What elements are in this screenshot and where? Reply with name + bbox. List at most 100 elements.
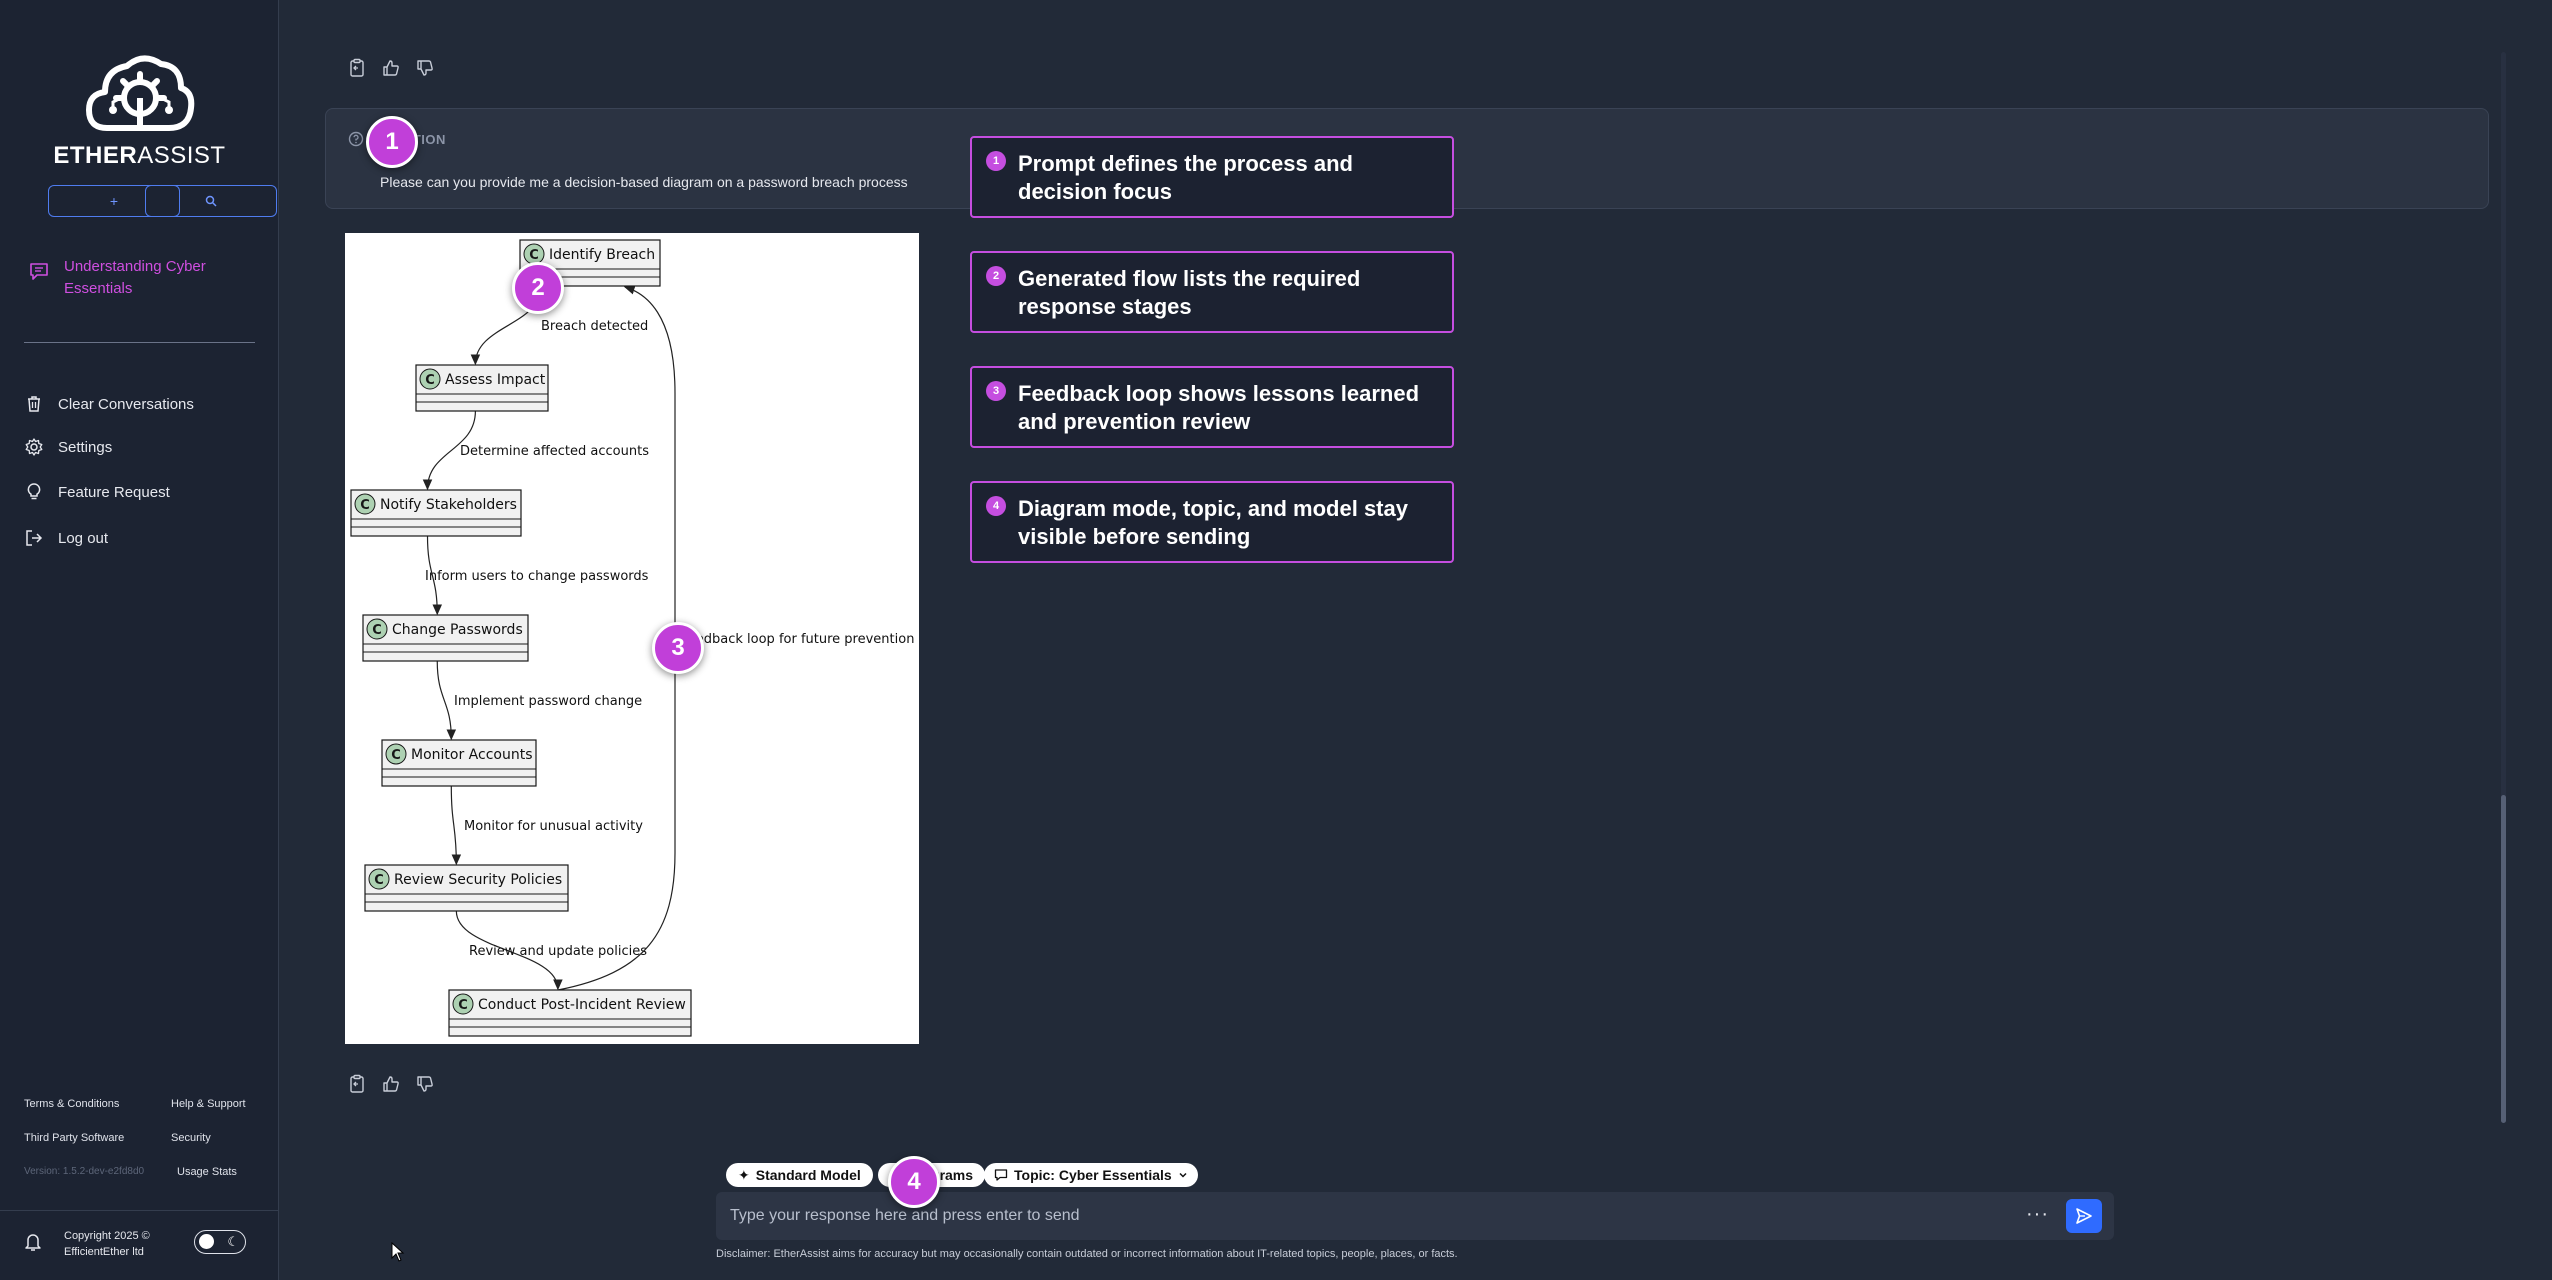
callout-4: 4 Diagram mode, topic, and model stay vi… <box>970 481 1454 563</box>
conversation-title: Understanding Cyber Essentials <box>64 258 206 297</box>
new-conversation-button[interactable]: + <box>48 185 180 217</box>
edge-label: Monitor for unusual activity <box>464 819 643 834</box>
callout-text: Diagram mode, topic, and model stay visi… <box>1018 496 1408 549</box>
class-badge-letter: C <box>372 623 382 638</box>
callout-number: 2 <box>986 266 1006 286</box>
copyright-line: Copyright 2025 © <box>64 1230 150 1242</box>
feature-request-button[interactable]: Feature Request <box>24 482 170 502</box>
menu-label: Log out <box>58 529 109 547</box>
send-button[interactable] <box>2066 1199 2102 1233</box>
class-badge-icon <box>452 993 474 1015</box>
class-badge-letter: C <box>529 248 539 263</box>
node-label: Change Passwords <box>392 622 523 638</box>
scrollbar-track[interactable] <box>2501 52 2506 1123</box>
callout-3: 3 Feedback loop shows lessons learned an… <box>970 366 1454 448</box>
sidebar-divider <box>24 342 255 343</box>
feedback-edge-label: Feedback loop for future prevention <box>681 632 914 647</box>
company-name: EfficientEther ltd <box>64 1246 144 1258</box>
disclaimer-text: Disclaimer: EtherAssist aims for accurac… <box>716 1248 1458 1260</box>
send-icon <box>2076 1208 2092 1224</box>
settings-button[interactable]: Settings <box>24 437 112 457</box>
message-composer: ··· <box>716 1192 2114 1240</box>
node-label: Identify Breach <box>549 247 655 263</box>
class-badge-icon <box>366 618 388 640</box>
thumbs-down-icon[interactable] <box>415 58 435 78</box>
logo-wordmark: ETHERASSIST <box>0 142 279 170</box>
feedback-edge <box>557 285 676 991</box>
lightbulb-icon <box>27 483 41 500</box>
model-chip-label: Standard Model <box>755 1167 861 1183</box>
callout-text: Generated flow lists the required respon… <box>1018 266 1361 319</box>
annotation-marker-2: 2 <box>512 262 564 314</box>
callout-text: Prompt defines the process and decision … <box>1018 151 1353 204</box>
class-badge-letter: C <box>374 873 384 888</box>
topic-chip-label: Topic: Cyber Essentials <box>1014 1167 1172 1183</box>
security-link[interactable]: Security <box>171 1132 211 1144</box>
sidebar: ETHERASSIST + Understanding Cyber Essent… <box>0 0 279 1280</box>
more-options-button[interactable]: ··· <box>2026 1203 2049 1225</box>
search-conversations-button[interactable] <box>145 185 277 217</box>
log-out-button[interactable]: Log out <box>24 528 108 548</box>
app-logo: ETHERASSIST <box>0 48 279 170</box>
annotation-marker-1: 1 <box>366 116 418 168</box>
callout-2: 2 Generated flow lists the required resp… <box>970 251 1454 333</box>
node-box <box>362 614 529 662</box>
sparkle-icon: ✦ <box>738 1166 750 1183</box>
conversation-item-active[interactable]: Understanding Cyber Essentials <box>28 256 258 300</box>
edge-label: Review and update policies <box>469 944 647 959</box>
message-input[interactable] <box>730 1192 2030 1240</box>
edge-label: Implement password change <box>454 694 642 709</box>
message-actions-bottom <box>347 1074 435 1094</box>
node-label: Review Security Policies <box>394 872 562 888</box>
node-box <box>381 739 537 787</box>
message-actions-top <box>347 58 435 78</box>
callout-number: 3 <box>986 381 1006 401</box>
thumbs-down-icon[interactable] <box>415 1074 435 1094</box>
class-badge-icon <box>385 743 407 765</box>
menu-label: Clear Conversations <box>58 395 194 413</box>
copy-clipboard-icon[interactable] <box>347 58 367 78</box>
annotation-marker-3: 3 <box>652 622 704 674</box>
thumbs-up-icon[interactable] <box>381 58 401 78</box>
diagram-node: C Change Passwords <box>362 614 529 662</box>
node-label: Notify Stakeholders <box>380 497 517 513</box>
third-party-software-link[interactable]: Third Party Software <box>24 1132 125 1144</box>
edge-label: Breach detected <box>541 319 648 334</box>
node-box <box>350 489 522 537</box>
trash-icon <box>28 396 40 412</box>
menu-label: Settings <box>58 438 113 456</box>
class-badge-letter: C <box>425 373 435 388</box>
help-support-link[interactable]: Help & Support <box>171 1098 246 1110</box>
mouse-cursor-icon <box>391 1242 405 1262</box>
theme-toggle[interactable]: ☾ <box>194 1230 246 1254</box>
diagram-node: C Conduct Post-Incident Review <box>448 989 692 1037</box>
node-label: Monitor Accounts <box>411 747 533 763</box>
callout-text: Feedback loop shows lessons learned and … <box>1018 381 1420 434</box>
terms-link[interactable]: Terms & Conditions <box>24 1098 120 1110</box>
gear-icon <box>25 438 43 456</box>
scrollbar-thumb[interactable] <box>2501 795 2506 1123</box>
node-box <box>448 989 692 1037</box>
model-chip[interactable]: ✦ Standard Model <box>726 1163 873 1187</box>
class-badge-letter: C <box>458 998 468 1013</box>
bell-icon[interactable] <box>24 1232 42 1252</box>
class-badge-icon <box>354 493 376 515</box>
node-label: Conduct Post-Incident Review <box>478 997 686 1013</box>
usage-stats-link[interactable]: Usage Stats <box>177 1166 237 1178</box>
version-label: Version: 1.5.2-dev-e2fd8d0 <box>24 1166 145 1177</box>
node-box <box>364 864 569 912</box>
topic-chip[interactable]: Topic: Cyber Essentials <box>984 1163 1198 1187</box>
copyright: Copyright 2025 © EfficientEther ltd <box>64 1228 150 1260</box>
node-box <box>415 364 549 412</box>
copy-clipboard-icon[interactable] <box>347 1074 367 1094</box>
cloud-gear-logo-icon <box>85 55 194 131</box>
question-circle-icon <box>348 131 364 147</box>
flow-edge <box>455 910 563 991</box>
clear-conversations-button[interactable]: Clear Conversations <box>24 394 194 414</box>
thumbs-up-icon[interactable] <box>381 1074 401 1094</box>
